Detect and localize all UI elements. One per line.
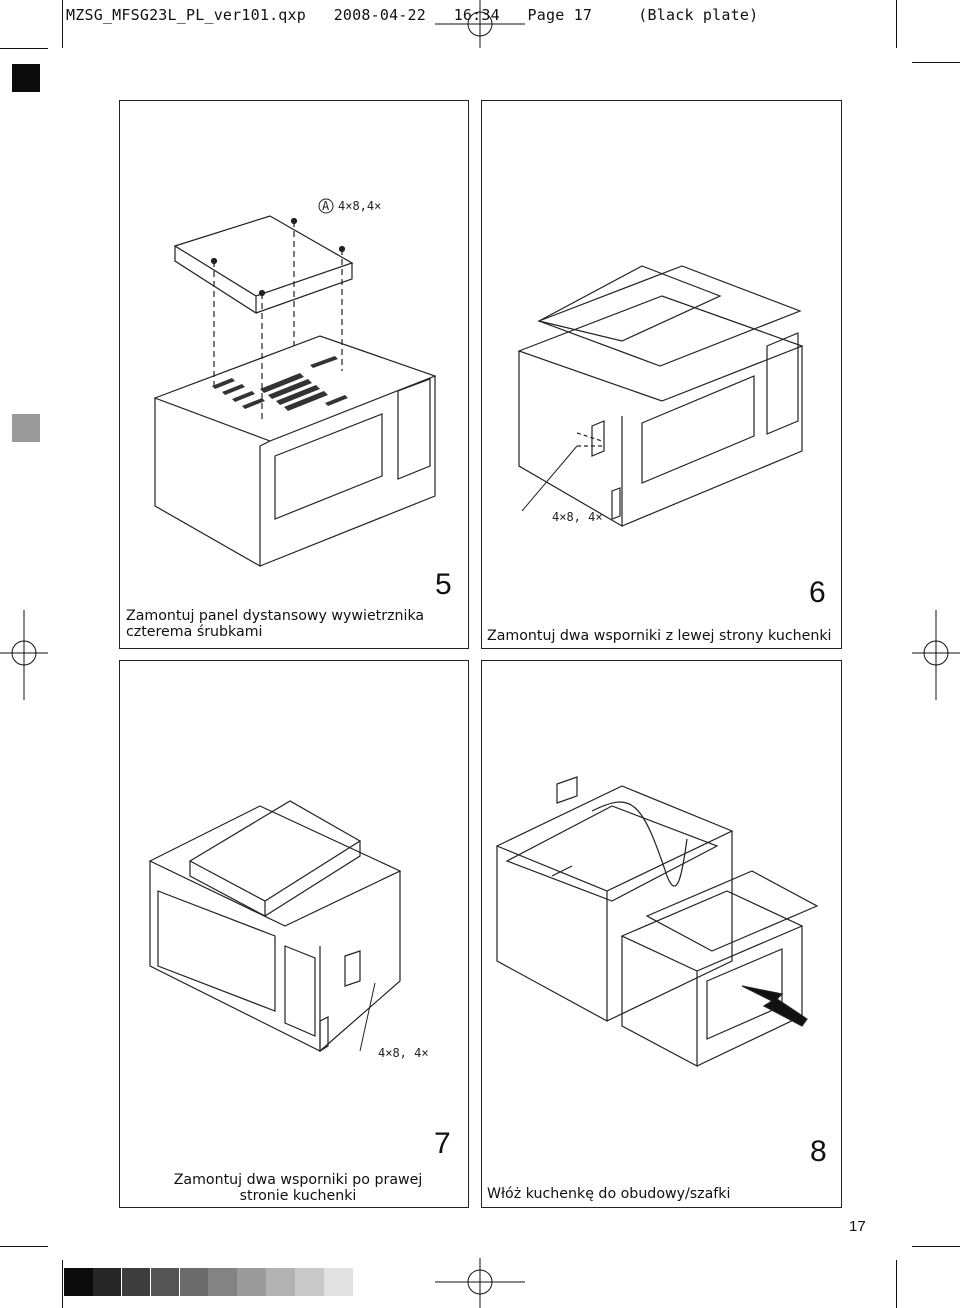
crop-mark <box>62 0 63 48</box>
crop-mark <box>896 0 897 48</box>
panel-step-8: 8 Włóż kuchenkę do obudowy/szafki <box>481 660 842 1208</box>
color-calibration-bar <box>64 1268 353 1296</box>
step-number: 7 <box>434 1127 451 1160</box>
step-number: 6 <box>809 576 826 609</box>
color-swatch <box>121 1268 151 1296</box>
callout-label: 4×8, 4× <box>552 510 603 524</box>
registration-mark-left <box>0 610 48 700</box>
color-swatch <box>92 1268 122 1296</box>
left-brackets-illustration: 4×8, 4× <box>517 265 804 528</box>
step-caption: Zamontuj dwa wsporniki po prawej stronie… <box>173 1172 423 1204</box>
step-caption: Włóż kuchenkę do obudowy/szafki <box>487 1186 731 1202</box>
panel-step-5: 4×8,4× A 5 Zamontuj panel dystansowy wyw… <box>119 100 469 649</box>
callout-label: 4×8, 4× <box>378 1046 429 1060</box>
color-swatch <box>324 1268 353 1296</box>
color-swatch <box>208 1268 237 1296</box>
color-swatch <box>295 1268 324 1296</box>
registration-mark-right <box>912 610 960 700</box>
callout-letter-a: A <box>322 199 330 213</box>
step-number: 5 <box>435 568 452 601</box>
panel-step-6: 4×8, 4× 6 Zamontuj dwa wsporniki z lewej… <box>481 100 842 649</box>
crop-mark <box>0 1246 48 1247</box>
microwave-vent-panel-illustration: 4×8,4× A <box>153 198 437 568</box>
color-swatch <box>150 1268 180 1296</box>
step-caption: Zamontuj dwa wsporniki z lewej strony ku… <box>487 628 832 644</box>
slug-line: MZSG_MFSG23L_PL_ver101.qxp 2008-04-22 16… <box>66 6 759 24</box>
right-brackets-illustration: 4×8, 4× <box>148 800 429 1060</box>
crop-mark <box>912 62 960 63</box>
registration-mark-top <box>435 0 525 48</box>
step-number: 8 <box>810 1135 827 1168</box>
registration-mark-bottom <box>435 1258 525 1308</box>
crop-mark <box>62 1260 63 1308</box>
grey-swatch <box>12 414 40 442</box>
color-swatch <box>266 1268 295 1296</box>
callout-label: 4×8,4× <box>338 199 381 213</box>
step-caption: Zamontuj panel dystansowy wywietrznika c… <box>126 608 425 640</box>
crop-mark <box>912 1246 960 1247</box>
crop-mark <box>0 48 48 49</box>
black-swatch <box>12 64 40 92</box>
color-swatch <box>179 1268 209 1296</box>
color-swatch <box>64 1268 93 1296</box>
panel-step-7: 4×8, 4× 7 Zamontuj dwa wsporniki po praw… <box>119 660 469 1208</box>
crop-mark <box>896 1260 897 1308</box>
page-number: 17 <box>849 1218 866 1235</box>
color-swatch <box>237 1268 266 1296</box>
insert-into-cabinet-illustration <box>495 776 819 1067</box>
